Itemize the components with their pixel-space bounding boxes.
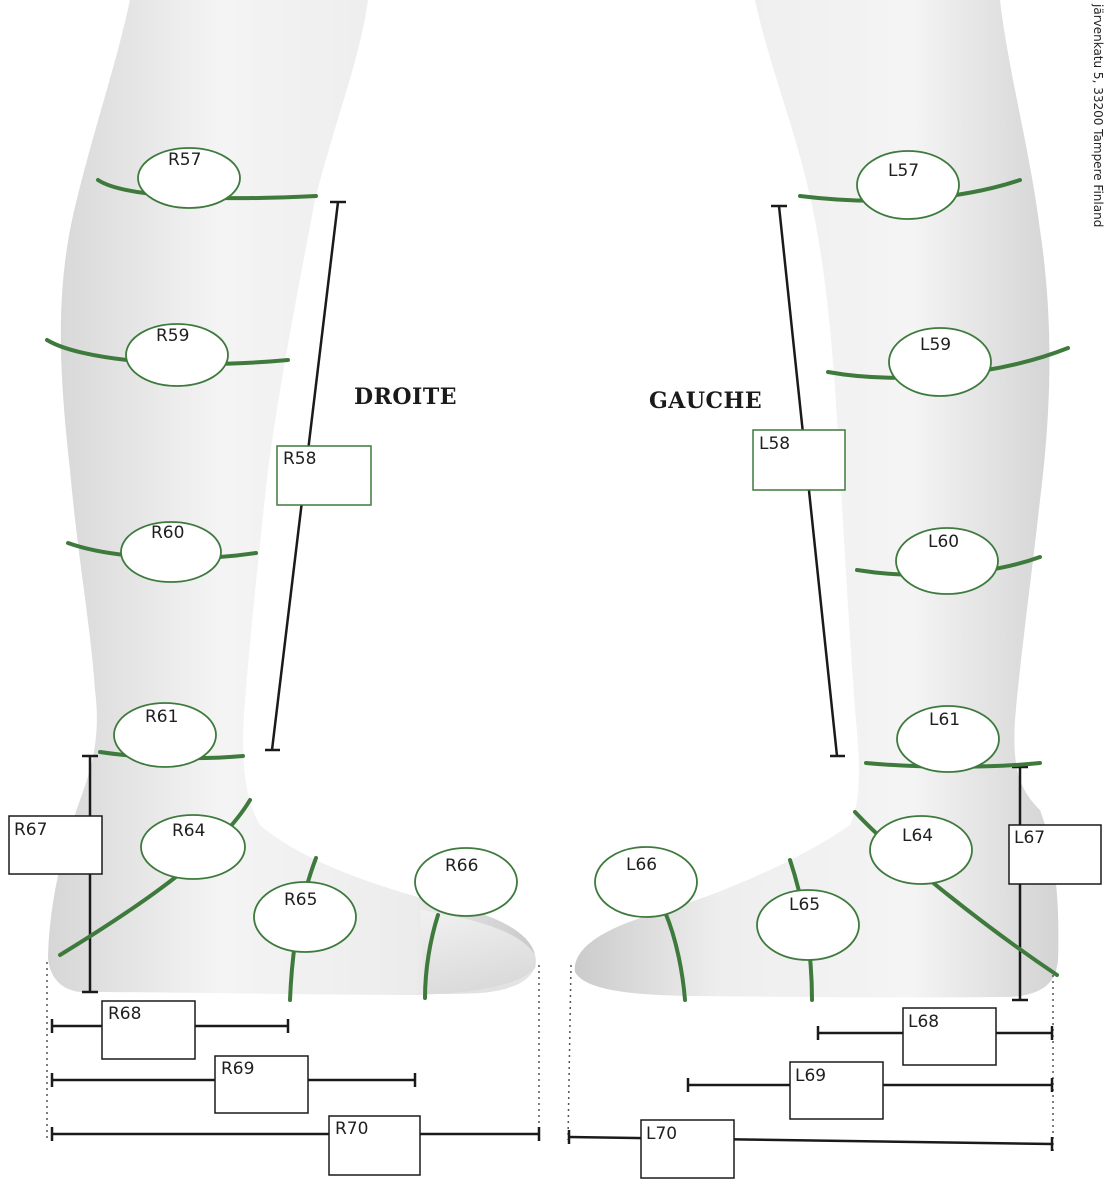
r69-text: R69: [221, 1059, 254, 1079]
r68-text: R68: [108, 1004, 141, 1024]
l59-label: L59: [889, 328, 991, 396]
l65-label: L65: [757, 890, 859, 960]
r57-text: R57: [168, 150, 201, 170]
l66-label: L66: [595, 847, 697, 917]
r66-label: R66: [415, 848, 517, 916]
l64-text: L64: [902, 826, 933, 846]
l65-text: L65: [789, 895, 820, 915]
l70-label: L70: [641, 1120, 734, 1178]
l66-text: L66: [626, 855, 657, 875]
l60-label: L60: [896, 528, 998, 594]
l70-text: L70: [646, 1124, 677, 1144]
r70-label: R70: [329, 1116, 420, 1175]
address-text: järvenkatu 5, 33200 Tampere Finland: [1091, 3, 1105, 227]
l68-label: L68: [903, 1008, 996, 1065]
r64-label: R64: [141, 815, 245, 879]
r66-text: R66: [445, 856, 478, 876]
heading-right: DROITE: [354, 384, 457, 410]
l68-text: L68: [908, 1012, 939, 1032]
l58-label: L58: [753, 430, 845, 490]
l60-text: L60: [928, 532, 959, 552]
r59-text: R59: [156, 326, 189, 346]
r68-label: R68: [102, 1001, 195, 1059]
l67-label: L67: [1009, 825, 1101, 884]
heading-left: GAUCHE: [649, 388, 762, 414]
r65-label: R65: [254, 882, 356, 952]
r59-label: R59: [126, 324, 228, 386]
l57-text: L57: [888, 161, 919, 181]
foot-length-bars: [52, 1019, 1052, 1151]
l69-text: L69: [795, 1066, 826, 1086]
l61-text: L61: [929, 710, 960, 730]
r58-text: R58: [283, 449, 316, 469]
r58-label: R58: [277, 446, 371, 505]
r57-label: R57: [138, 148, 240, 208]
r60-label: R60: [121, 522, 221, 582]
l59-text: L59: [920, 335, 951, 355]
r61-label: R61: [114, 703, 216, 767]
r67-label: R67: [9, 816, 102, 874]
l57-label: L57: [857, 151, 959, 219]
l61-label: L61: [897, 706, 999, 772]
r67-text: R67: [14, 820, 47, 840]
r61-text: R61: [145, 707, 178, 727]
r69-label: R69: [215, 1056, 308, 1113]
r70-text: R70: [335, 1119, 368, 1139]
r60-text: R60: [151, 523, 184, 543]
l69-label: L69: [790, 1062, 883, 1119]
l64-label: L64: [870, 816, 972, 884]
l58-text: L58: [759, 434, 790, 454]
l67-text: L67: [1014, 828, 1045, 848]
r65-text: R65: [284, 890, 317, 910]
r64-text: R64: [172, 821, 205, 841]
